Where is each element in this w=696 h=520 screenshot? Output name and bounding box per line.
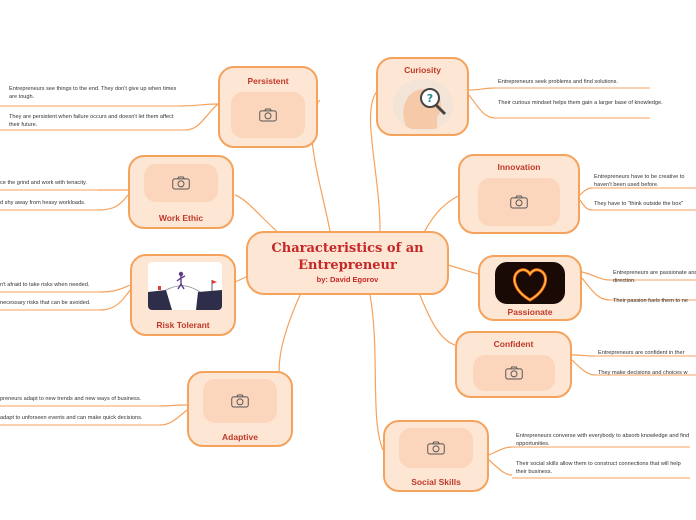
node-curiosity[interactable]: Curiosity ?: [376, 57, 469, 136]
node-title: Passionate: [507, 307, 553, 317]
node-social-skills[interactable]: Social Skills: [383, 420, 489, 492]
image-placeholder: [472, 355, 555, 391]
node-innovation[interactable]: Innovation: [458, 154, 580, 234]
note: necessary risks that can be avoided.: [0, 300, 91, 306]
node-title: Adaptive: [222, 432, 258, 442]
note: Their passion fuels them to ne: [613, 298, 688, 304]
note: preneurs adapt to new trends and new way…: [0, 396, 142, 402]
node-title: Curiosity: [404, 65, 441, 75]
note: Entrepreneurs have to be creative to hav…: [594, 174, 685, 188]
central-topic[interactable]: Characteristics of an Entrepreneur by: D…: [246, 231, 449, 295]
node-title: Innovation: [497, 162, 541, 172]
fire-heart-icon: [512, 268, 548, 302]
node-title: Risk Tolerant: [156, 320, 210, 330]
note: ce the grind and work with tenacity.: [0, 180, 87, 186]
note: Entrepreneurs seek problems and find sol…: [498, 79, 619, 85]
camera-icon: [231, 394, 249, 408]
camera-icon: [427, 441, 445, 455]
central-topic-subtitle: by: David Egorov: [316, 275, 379, 284]
image-placeholder: [231, 92, 305, 138]
head-magnifier-icon: ?: [403, 88, 447, 129]
node-work-ethic[interactable]: Work Ethic: [128, 155, 234, 229]
risk-illustration: [148, 262, 222, 310]
camera-icon: [259, 108, 277, 122]
central-topic-title: Characteristics of an Entrepreneur: [271, 241, 424, 273]
passion-illustration: [495, 262, 565, 304]
note: Their curious mindset helps them gain a …: [498, 100, 663, 106]
camera-icon: [510, 195, 528, 209]
node-passionate[interactable]: Passionate: [478, 255, 582, 321]
note: d shy away from heavy workloads.: [0, 200, 86, 206]
node-title: Confident: [493, 339, 534, 349]
node-risk-tolerant[interactable]: Risk Tolerant: [130, 254, 236, 336]
note: Their social skills allow them to constr…: [516, 461, 681, 475]
note: Entrepreneurs see things to the end. The…: [9, 86, 177, 100]
image-placeholder: [144, 164, 218, 202]
note: They have to "think outside the box": [594, 201, 684, 207]
node-adaptive[interactable]: Adaptive: [187, 371, 293, 447]
image-placeholder: [478, 178, 560, 226]
svg-text:?: ?: [427, 92, 433, 105]
node-persistent[interactable]: Persistent: [218, 66, 318, 148]
note: They make decisions and choices w: [598, 370, 688, 376]
camera-icon: [172, 176, 190, 190]
curiosity-illustration: ?: [393, 79, 453, 131]
note: n't afraid to take risks when needed.: [0, 282, 90, 288]
image-placeholder: [399, 428, 473, 468]
note: Entrepreneurs are passionate and directi…: [613, 270, 696, 284]
cliff-jump-icon: [148, 271, 222, 310]
node-title: Work Ethic: [158, 213, 204, 223]
image-placeholder: [203, 379, 277, 423]
note: Entrepreneurs converse with everybody to…: [516, 433, 690, 447]
note: Entrepreneurs are confident in ther: [598, 350, 685, 356]
note: adapt to unforseen events and can make q…: [0, 415, 143, 421]
note: They are persistent when failure occurs …: [9, 114, 174, 128]
node-title: Persistent: [247, 76, 289, 86]
node-confident[interactable]: Confident: [455, 331, 572, 398]
node-title: Social Skills: [411, 477, 461, 487]
camera-icon: [504, 366, 523, 380]
